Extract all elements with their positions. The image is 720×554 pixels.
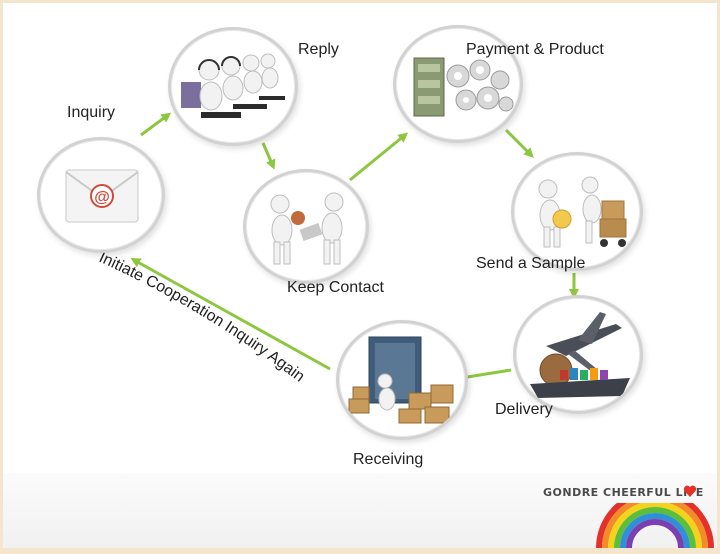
svg-text:@: @ [94, 189, 110, 206]
rainbow-logo [596, 503, 714, 548]
send-sample-circle [511, 152, 643, 271]
inquiry-label: Inquiry [67, 104, 116, 121]
delivery-circle [513, 295, 643, 414]
envelope-icon: @ [65, 169, 139, 223]
payment-label: Payment & Product [466, 41, 604, 58]
keep-contact-circle [243, 169, 369, 284]
arrow-inquiry-reply [140, 112, 172, 137]
plane-ship-icon [530, 312, 630, 398]
process-diagram: Initiate Cooperation Inquiry Again @ [3, 3, 717, 548]
sample-figures-icon [538, 176, 627, 248]
arrow-receiving-inquiry [130, 258, 331, 371]
brand-logo-text: GONDRE CHEERFUL LIFE [543, 486, 704, 499]
payment-circle [393, 25, 523, 143]
container-boxes-icon [348, 336, 454, 424]
handshake-figures-icon [270, 192, 344, 265]
keep-contact-label: Keep Contact [287, 279, 384, 296]
money-gears-icon [413, 57, 514, 117]
arrow-keepcontact-payment [349, 132, 409, 182]
send-sample-label: Send a Sample [476, 255, 586, 272]
flow-arrows [130, 112, 579, 382]
inquiry-circle: @ [37, 137, 165, 253]
arrow-reply-keepcontact [261, 142, 276, 170]
receiving-label: Receiving [353, 451, 424, 468]
receiving-circle [336, 320, 468, 440]
reply-circle [168, 27, 298, 146]
call-center-icon [181, 53, 285, 118]
reply-label: Reply [298, 41, 339, 58]
delivery-label: Delivery [495, 401, 553, 418]
arrow-payment-sample [504, 128, 534, 158]
arrow-delivery-receiving [457, 368, 512, 382]
heart-icon [683, 485, 697, 497]
